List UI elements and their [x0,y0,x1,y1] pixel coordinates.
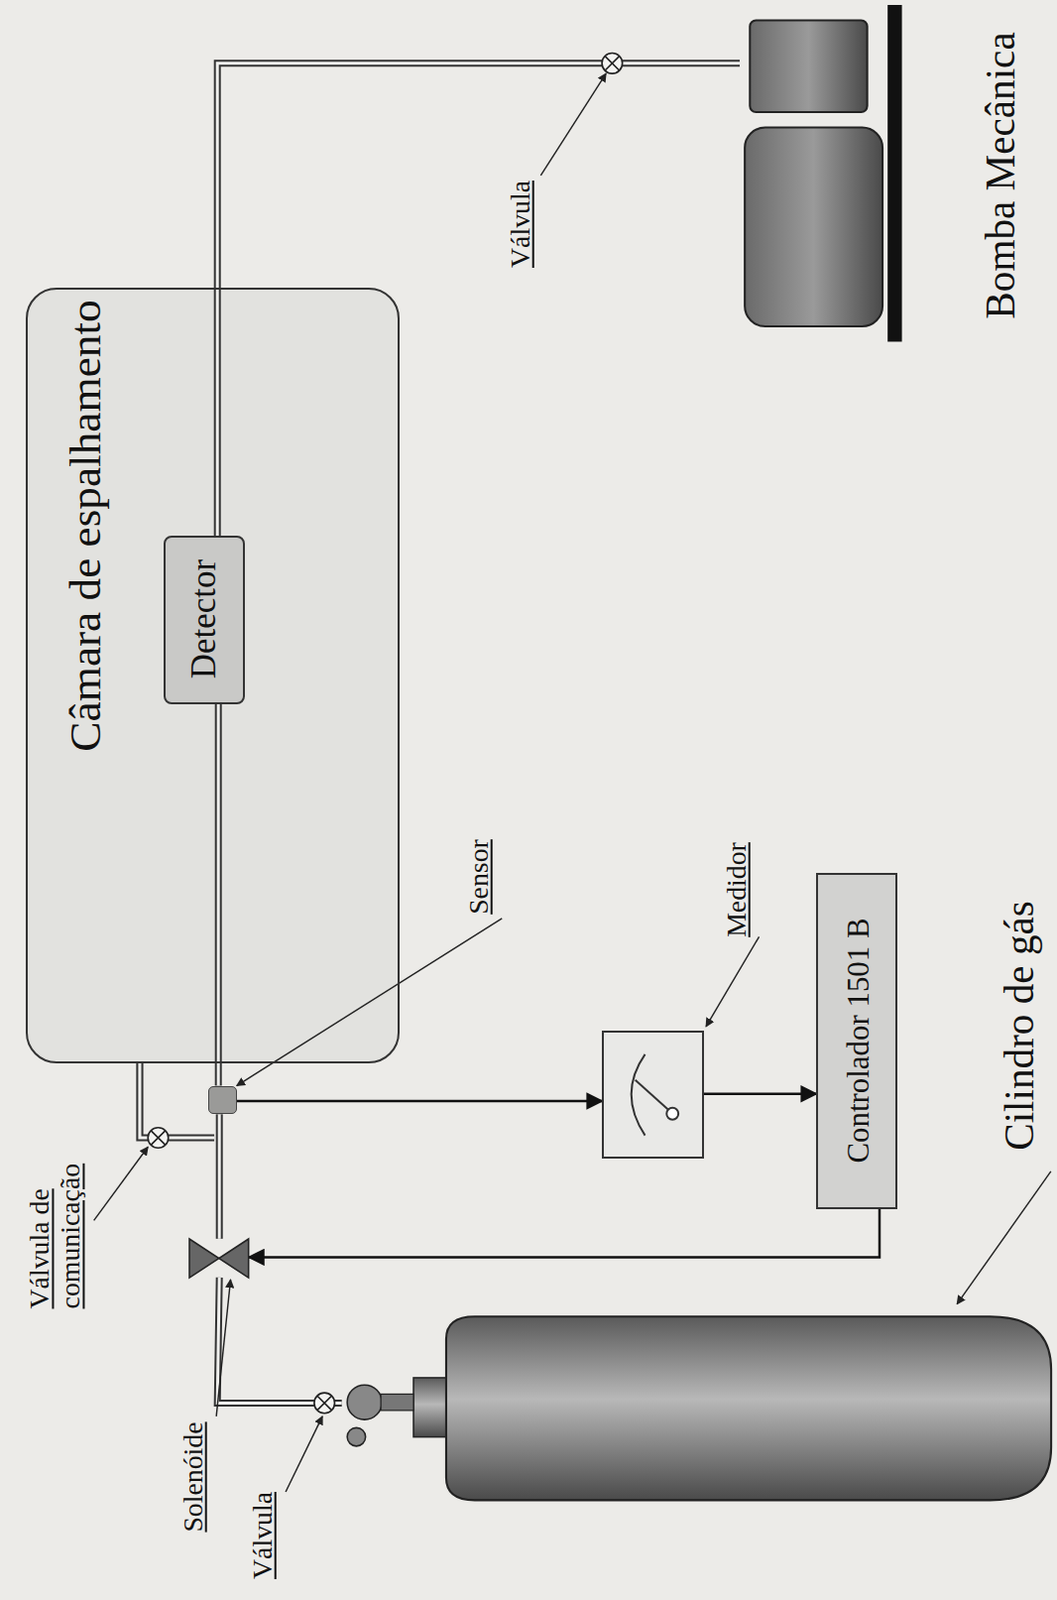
connector-line [248,1208,880,1257]
communication-pipe [139,1062,215,1138]
gas-pipe [219,1113,221,1239]
sensor-box: Sensor [208,1085,237,1115]
connector-line [217,1277,343,1404]
node-label: Cilindro de gás [997,900,1043,1151]
gauge-box-outline [603,1032,703,1157]
part-label: Válvula [504,180,536,268]
connector-line [704,1092,817,1096]
chamber-box: Câmara de espalhamentoDetector [25,287,401,1063]
leader-line [94,73,1052,1492]
node-label: Solenóide [178,1420,210,1531]
gas-cylinder-outline [342,1307,1054,1509]
gas-pipe [217,63,740,536]
connector-line [236,1099,602,1103]
node-label: Controlador 1501 B [841,918,876,1164]
detector-box: Detector [163,535,245,705]
gauge-box: Medidor [601,1030,705,1159]
node-label: Medidor [721,841,753,938]
chamber-fill [25,287,401,1063]
gas-pipe [217,1277,343,1404]
pump-drawing: Bomba Mecânica [739,4,1047,342]
connector-line [215,704,223,1086]
part-label: Válvula de comunicação [24,1135,86,1309]
solenoid-valve: Solenóide [189,1238,249,1278]
signal-arrow [236,1100,602,1102]
controller-box: Controlador 1501 B [816,872,898,1209]
gas-cylinder: Cilindro de gás [342,1307,1054,1509]
connector-line [217,63,740,536]
connector-line [217,1277,343,1404]
gas-pipe [218,704,220,1086]
node-label: Bomba Mecânica [979,31,1025,319]
signal-arrow [704,1092,817,1094]
signal-arrow [248,1208,880,1257]
solenoid-valve-outline [189,1238,249,1278]
valve-symbol [601,52,623,74]
connector-line [217,704,221,1086]
node-label: Detector [185,559,225,679]
node-label: Câmara de espalhamento [62,299,113,751]
connector-line [218,1113,222,1239]
valve-symbol [314,1392,336,1413]
valve-symbol [147,1127,169,1149]
part-label: Válvula [247,1491,279,1579]
connector-line [217,63,740,536]
node-label: Sensor [463,838,494,915]
connector-line [216,1113,224,1239]
